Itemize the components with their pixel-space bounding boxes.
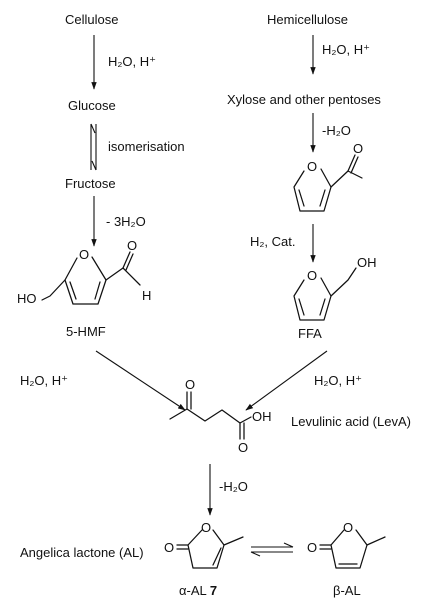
alpha-ring-oxygen: O — [201, 520, 211, 535]
alpha-carbonyl-oxygen: O — [164, 540, 174, 555]
xylose-label: Xylose and other pentoses — [227, 92, 381, 107]
levulinic-acid-carbonyl-oxygen: O — [238, 440, 248, 455]
xylose-dehydration-conditions: -H₂O — [322, 123, 351, 138]
levulinic-acid-hydroxyl: OH — [252, 409, 272, 424]
cellulose-label: Cellulose — [65, 12, 118, 27]
lactone-equilibrium-arrow — [250, 542, 294, 557]
alpha-al-prefix: α-AL — [179, 583, 210, 598]
hydrogenation-conditions: H₂, Cat. — [250, 234, 296, 249]
ffa-hydroxyl-label: OH — [357, 255, 377, 270]
hmf-label: 5-HMF — [66, 324, 106, 339]
hmf-rehydration-conditions: H₂O, H⁺ — [20, 373, 68, 388]
hmf-structure — [41, 251, 141, 305]
hmf-hydroxyl-label: HO — [17, 291, 37, 306]
beta-angelica-lactone-structure — [319, 529, 386, 569]
beta-carbonyl-oxygen: O — [307, 540, 317, 555]
furfural-aldehyde-oxygen: O — [353, 141, 363, 156]
lactonisation-conditions: -H₂O — [219, 479, 248, 494]
beta-al-label: β-AL — [333, 583, 361, 598]
hmf-ring-oxygen: O — [79, 247, 89, 262]
furfural-ring-oxygen: O — [307, 159, 317, 174]
levulinic-acid-structure — [169, 391, 252, 440]
isomerisation-label: isomerisation — [108, 139, 185, 154]
ffa-ring-oxygen: O — [307, 268, 317, 283]
hemicellulose-label: Hemicellulose — [267, 12, 348, 27]
hmf-aldehyde-oxygen: O — [127, 238, 137, 253]
alpha-angelica-lactone-structure — [176, 529, 244, 569]
hemicellulose-hydrolysis-conditions: H₂O, H⁺ — [322, 42, 370, 57]
cellulose-hydrolysis-conditions: H₂O, H⁺ — [108, 54, 156, 69]
ffa-hydrolysis-conditions: H₂O, H⁺ — [314, 373, 362, 388]
angelica-lactone-label: Angelica lactone (AL) — [20, 545, 144, 560]
alpha-al-number: 7 — [210, 583, 217, 598]
alpha-al-label: α-AL 7 — [179, 583, 217, 598]
levulinic-acid-label: Levulinic acid (LevA) — [291, 414, 411, 429]
beta-ring-oxygen: O — [343, 520, 353, 535]
ffa-structure — [293, 267, 357, 321]
hmf-aldehyde-hydrogen: H — [142, 288, 151, 303]
ffa-label: FFA — [298, 326, 322, 341]
isomerisation-equilibrium-arrow — [90, 123, 97, 171]
arrow-hmf-levulinic — [95, 350, 186, 411]
fructose-label: Fructose — [65, 176, 116, 191]
arrow-ffa-levulinic — [245, 350, 328, 411]
furfural-structure — [293, 154, 363, 212]
levulinic-keto-oxygen: O — [185, 377, 195, 392]
fructose-dehydration-conditions: - 3H₂O — [106, 214, 146, 229]
glucose-label: Glucose — [68, 98, 116, 113]
